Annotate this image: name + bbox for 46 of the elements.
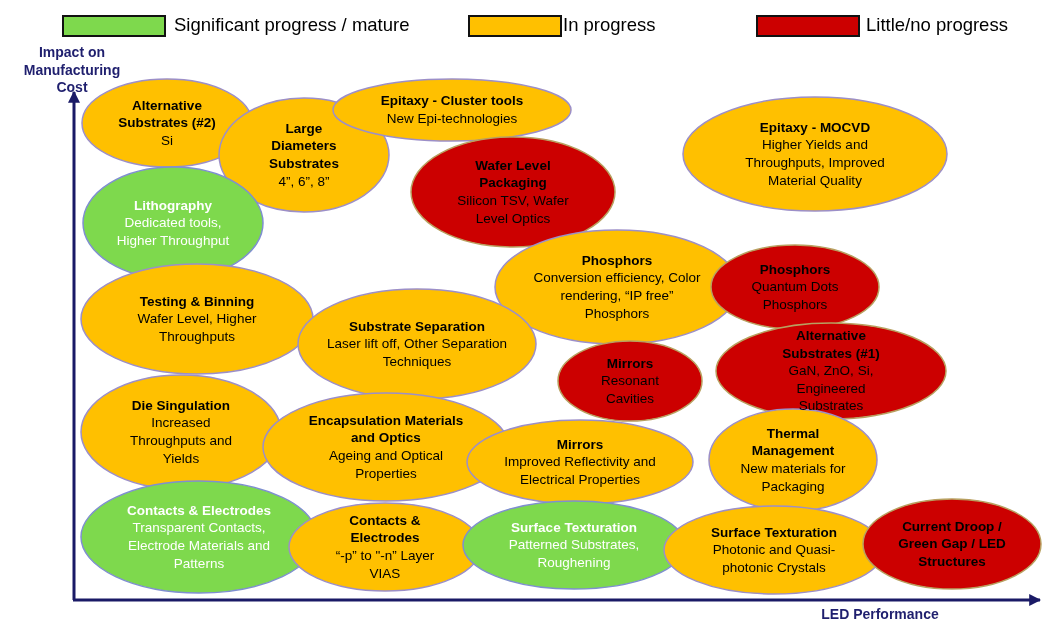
topic-description: GaN, ZnO, Si, Engineered Substrates (787, 362, 875, 415)
topic-heading: Thermal Management (750, 424, 836, 460)
axis-label: Impact on Manufacturing Cost (22, 44, 122, 97)
topic-heading: Die Singulation (131, 396, 231, 415)
topic-description: Quantum Dots Phosphors (750, 278, 840, 314)
topic-heading: Lithography (134, 196, 212, 215)
topic-heading: Mirrors (606, 354, 654, 373)
topic-description: Transparent Contacts, Electrode Materials and Patterns (127, 519, 271, 573)
topic-description: Silicon TSV, Wafer Level Optics (456, 192, 570, 228)
topic-description: Higher Yields and Throughputs, Improved Material Quality (744, 136, 886, 190)
topic-heading: Testing & Binning (139, 292, 255, 311)
topic-heading: Substrate Separation (349, 317, 485, 336)
topic-description: Wafer Level, Higher Throughputs (136, 310, 258, 346)
topic-heading: Alternative Substrates (#2) (117, 96, 217, 132)
topic-heading: Encapsulation Materials and Optics (307, 411, 465, 447)
topic-description: Resonant Cavities (600, 372, 660, 408)
topic-heading: Surface Texturation (511, 518, 637, 537)
legend-label: Little/no progress (866, 14, 1008, 36)
legend-label: In progress (563, 14, 656, 36)
topic-heading: Phosphors (759, 260, 831, 279)
legend-label: Significant progress / mature (174, 14, 410, 36)
topic-heading: Contacts & Electrodes (126, 501, 271, 520)
topic-description: New Epi-technologies (386, 110, 518, 128)
topic-heading: Current Droop / Green Gap / LED Structures (897, 517, 1007, 571)
topic-description: Conversion efficiency, Color rendering, “IP free” Phosphors (532, 269, 702, 323)
topic-description: 4”, 6”, 8” (278, 172, 330, 191)
topic-description: Improved Reflectivity and Electrical Properties (503, 453, 657, 489)
topic-description: Increased Throughputs and Yields (128, 414, 234, 468)
topic-heading: Epitaxy - MOCVD (759, 118, 871, 137)
topic-description: Patterned Substrates, Roughening (507, 536, 641, 572)
topic-description: Dedicated tools, Higher Throughput (115, 214, 231, 250)
topic-heading: Epitaxy - Cluster tools (380, 92, 524, 110)
topic-description: Laser lift off, Other Separation Techniques (327, 335, 507, 371)
topic-description: Photonic and Quasi-photonic Crystals (711, 541, 837, 577)
topic-heading: Wafer Level Packaging (474, 156, 552, 192)
topic-description: Si (161, 131, 173, 150)
topic-description: “-p” to "-n” Layer VIAS (334, 547, 436, 583)
topic-heading: Phosphors (581, 251, 653, 270)
topic-description: New materials for Packaging (739, 460, 847, 496)
topic-heading: Large Diameters Substrates (268, 119, 340, 173)
topic-heading: Surface Texturation (711, 523, 837, 542)
topic-heading: Mirrors (556, 435, 604, 454)
topic-heading: Contacts & Electrodes (348, 511, 422, 547)
topic-heading: Alternative Substrates (#1) (781, 327, 881, 363)
axis-label: LED Performance (820, 606, 940, 624)
topic-description: Ageing and Optical Properties (327, 447, 445, 483)
